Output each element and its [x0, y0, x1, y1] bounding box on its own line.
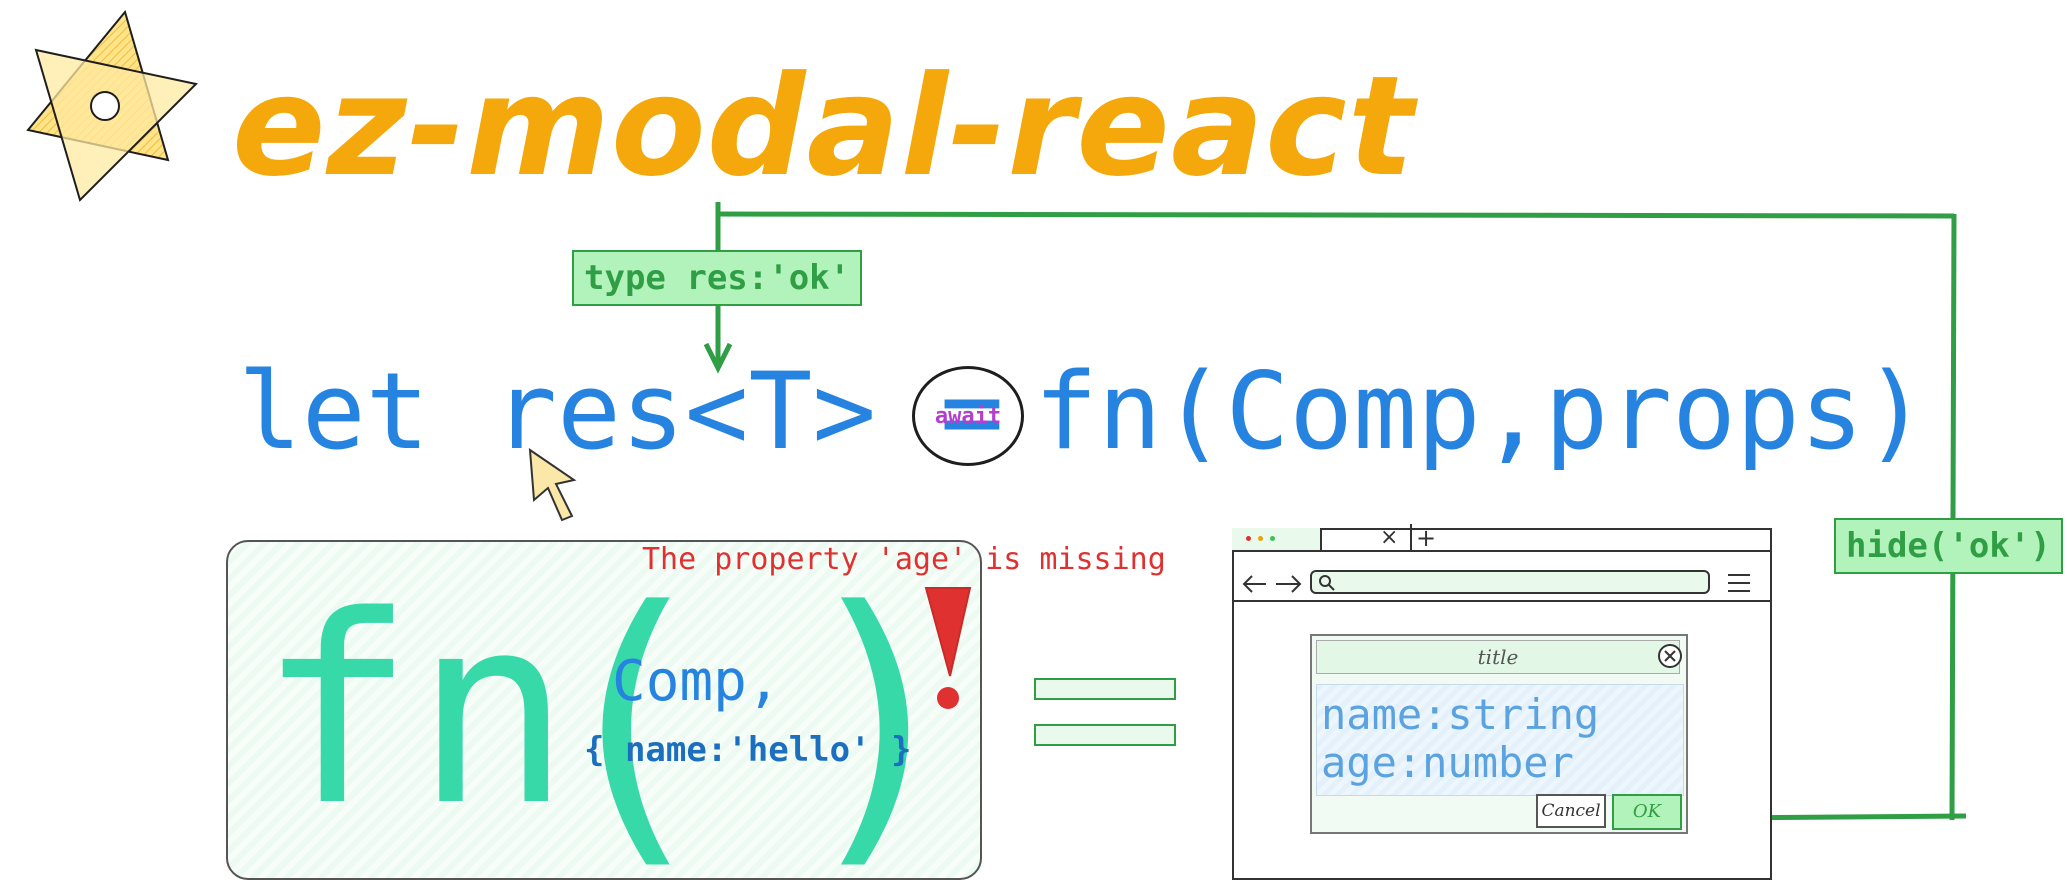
new-tab-icon[interactable]: +	[1410, 524, 1436, 552]
cursor-icon	[528, 447, 577, 522]
ok-button[interactable]: OK	[1612, 794, 1682, 830]
code-left: let res<T> =	[238, 350, 1004, 473]
hide-label: hide('ok')	[1834, 518, 2063, 574]
star-logo-icon	[26, 9, 199, 202]
error-message: The property 'age' is missing	[642, 542, 1166, 577]
dot-green-icon[interactable]	[1270, 536, 1275, 541]
logo	[8, 9, 199, 206]
browser-tab[interactable]	[1232, 528, 1322, 550]
modal-field-age: age:number	[1321, 738, 1574, 787]
address-bar[interactable]	[1310, 570, 1710, 594]
modal-body: name:string age:number	[1316, 684, 1684, 796]
code-right: fn(Comp,props)	[1034, 350, 1928, 473]
nav-arrows-icon[interactable]	[1240, 572, 1306, 596]
browser-toolbar	[1232, 566, 1772, 602]
open-paren: (	[540, 547, 721, 896]
warning-exclaim-icon	[924, 587, 972, 709]
await-badge: await	[912, 366, 1024, 466]
equals-bottom-bar	[1034, 724, 1176, 746]
props-arg: { name:'hello' }	[584, 730, 912, 770]
cancel-button[interactable]: Cancel	[1536, 794, 1606, 828]
fn-call-box	[226, 540, 982, 880]
comp-arg: Comp,	[612, 649, 781, 714]
equals-top-bar	[1034, 678, 1176, 700]
search-icon	[1319, 575, 1335, 591]
dot-red-icon[interactable]	[1246, 536, 1251, 541]
close-icon[interactable]	[1656, 642, 1684, 670]
app-title: ez-modal-react	[232, 46, 1415, 207]
menu-icon[interactable]	[1726, 572, 1752, 594]
dot-yellow-icon[interactable]	[1258, 536, 1263, 541]
modal-title: title	[1316, 640, 1680, 674]
type-label: type res:'ok'	[572, 250, 863, 306]
close-tab-icon[interactable]: ×	[1380, 525, 1399, 550]
browser-tabbar: × +	[1232, 524, 1772, 552]
modal-field-name: name:string	[1321, 690, 1600, 739]
fn-text: fn	[258, 561, 572, 863]
